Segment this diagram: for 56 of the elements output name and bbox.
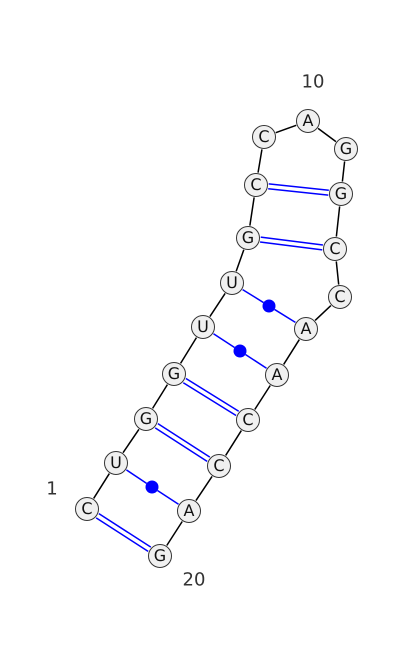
double-pair-line (267, 183, 330, 196)
nucleotide-circle: G (236, 226, 260, 250)
backbone-line (336, 261, 340, 285)
double-pair-line (154, 422, 211, 462)
backbone-line (209, 293, 226, 317)
nucleotide-circle: C (252, 125, 276, 149)
backbone-line (342, 161, 346, 182)
position-number: 20 (182, 570, 206, 590)
backbone-line (93, 473, 110, 499)
backbone-line (275, 124, 297, 134)
nucleotide-circle: C (244, 173, 268, 197)
pair-line (274, 308, 296, 324)
backbone-line (314, 305, 332, 321)
nucleotide-circle: A (265, 363, 289, 387)
backbone-line (235, 250, 245, 272)
nucleotide-circle: U (104, 451, 128, 475)
nucleotide-circle: A (177, 499, 201, 523)
pair-line (157, 490, 179, 505)
nucleotide-circle: G (329, 182, 353, 206)
nucleotide-circle: G (148, 544, 172, 568)
backbone-line (249, 197, 255, 226)
double-pair-line (182, 378, 240, 416)
nucleotide-circle: A (294, 317, 318, 341)
double-pair-line (95, 512, 152, 552)
double-pair-line (259, 236, 324, 251)
backbone-line (225, 430, 242, 456)
nucleotide-circle: C (236, 408, 260, 432)
nucleotide-circle: A (296, 109, 320, 133)
nucleotide-circle: U (220, 271, 244, 295)
backbone-line (180, 337, 198, 364)
nucleotide-circle: U (191, 315, 215, 339)
nucleotide-circle: G (162, 362, 186, 386)
position-number: 1 (46, 478, 58, 500)
nucleotide-circle: C (207, 454, 231, 478)
nucleotide-circle: C (328, 285, 352, 309)
position-number: 10 (302, 72, 324, 92)
nucleotide-circle: C (323, 237, 347, 261)
backbone-line (283, 339, 300, 365)
nucleotide-circle: C (75, 497, 99, 521)
nucleotide-circle: G (134, 407, 158, 431)
pair-dot (234, 344, 246, 358)
backbone-line (336, 206, 340, 237)
pair-dot (262, 300, 276, 312)
backbone-line (152, 384, 168, 409)
backbone-line (318, 128, 336, 142)
backbone-line (195, 476, 213, 502)
backbone-line (122, 428, 140, 454)
nucleotide-circle: G (334, 137, 358, 161)
pair-dot (146, 480, 158, 494)
backbone-line (166, 521, 183, 546)
pair-line (245, 354, 267, 369)
pair-line (213, 333, 235, 348)
pair-line (242, 288, 264, 304)
pair-line (126, 469, 147, 484)
backbone-line (254, 385, 271, 410)
backbone-line (257, 149, 263, 173)
